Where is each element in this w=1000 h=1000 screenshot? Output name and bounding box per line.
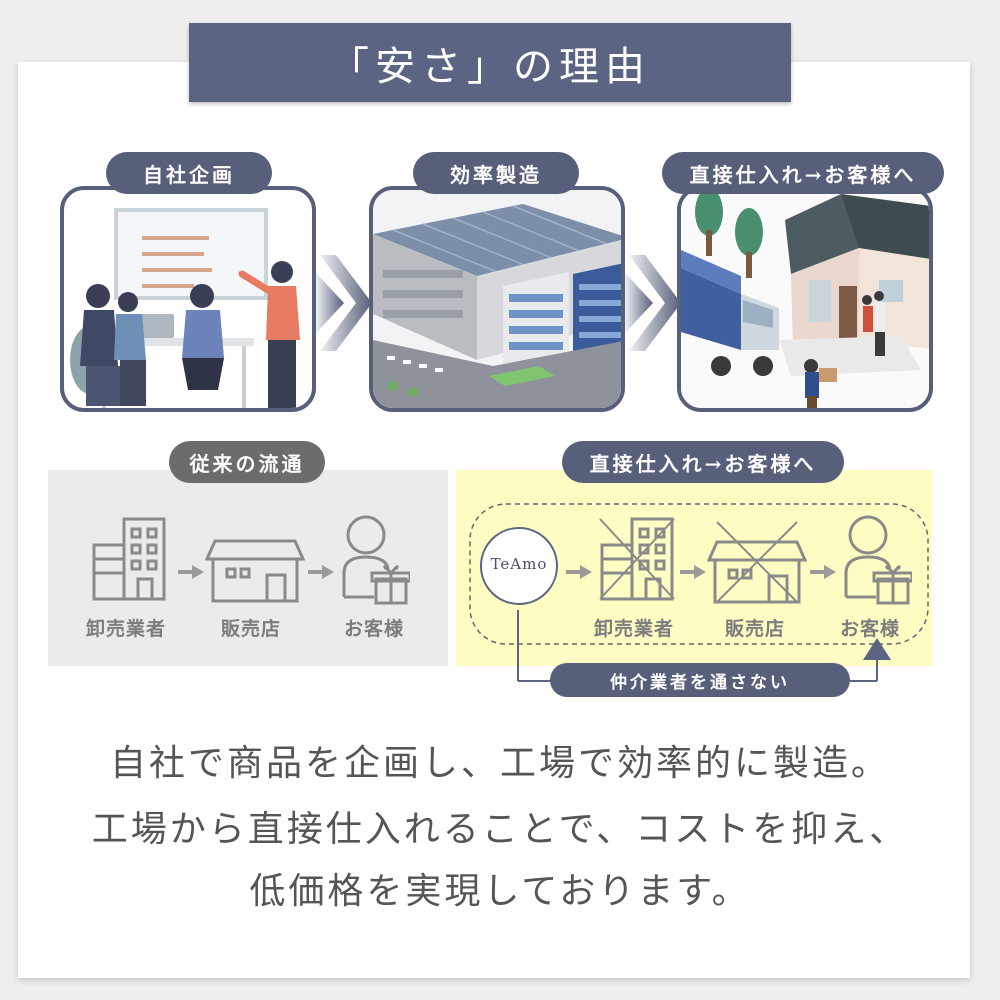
wholesaler-building-icon [92, 517, 166, 601]
teamo-brand: TeAmo [490, 555, 548, 573]
factory-illustration [369, 186, 625, 412]
description-line-3: 低価格を実現しております。 [249, 871, 751, 912]
store-icon [205, 539, 305, 603]
description-line-2: 工場から直接仕入れることで、コストを抑え、 [91, 809, 909, 850]
direct-item-wholesaler: 卸売業者 [594, 618, 675, 640]
flow-arrow-icon [810, 565, 836, 579]
direct-heading: 直接仕入れ→お客様へ [562, 441, 844, 483]
step-label-direct: 直接仕入れ→お客様へ [662, 152, 944, 194]
wholesaler-building-icon-crossed [599, 517, 675, 601]
direct-item-store: 販売店 [725, 618, 786, 640]
direct-item-customer: お客様 [840, 618, 901, 640]
direct-flow-diagram [469, 503, 929, 682]
teamo-logo-circle [480, 527, 558, 605]
page-title: 「安さ」の理由 [189, 23, 791, 102]
customer-gift-icon [844, 515, 912, 605]
traditional-item-wholesaler: 卸売業者 [86, 618, 167, 640]
step-label-planning: 自社企画 [106, 152, 272, 194]
step-label-manufacturing: 効率製造 [413, 152, 579, 194]
traditional-heading: 従来の流通 [169, 441, 325, 483]
traditional-item-customer: お客様 [344, 618, 405, 640]
flow-arrow-icon [566, 565, 592, 579]
traditional-item-store: 販売店 [221, 618, 282, 640]
bypass-label: 仲介業者を通さない [550, 663, 850, 697]
flow-arrow-icon [178, 565, 204, 579]
flow-arrow-icon [680, 565, 706, 579]
customer-gift-icon [342, 515, 410, 605]
arrow-right-icon [316, 255, 372, 351]
planning-illustration [60, 186, 316, 412]
description-line-1: 自社で商品を企画し、工場で効率的に製造。 [109, 743, 890, 784]
delivery-illustration [677, 186, 933, 412]
store-icon-crossed [707, 521, 807, 604]
arrow-right-icon [625, 255, 681, 351]
flow-arrow-icon [308, 565, 334, 579]
